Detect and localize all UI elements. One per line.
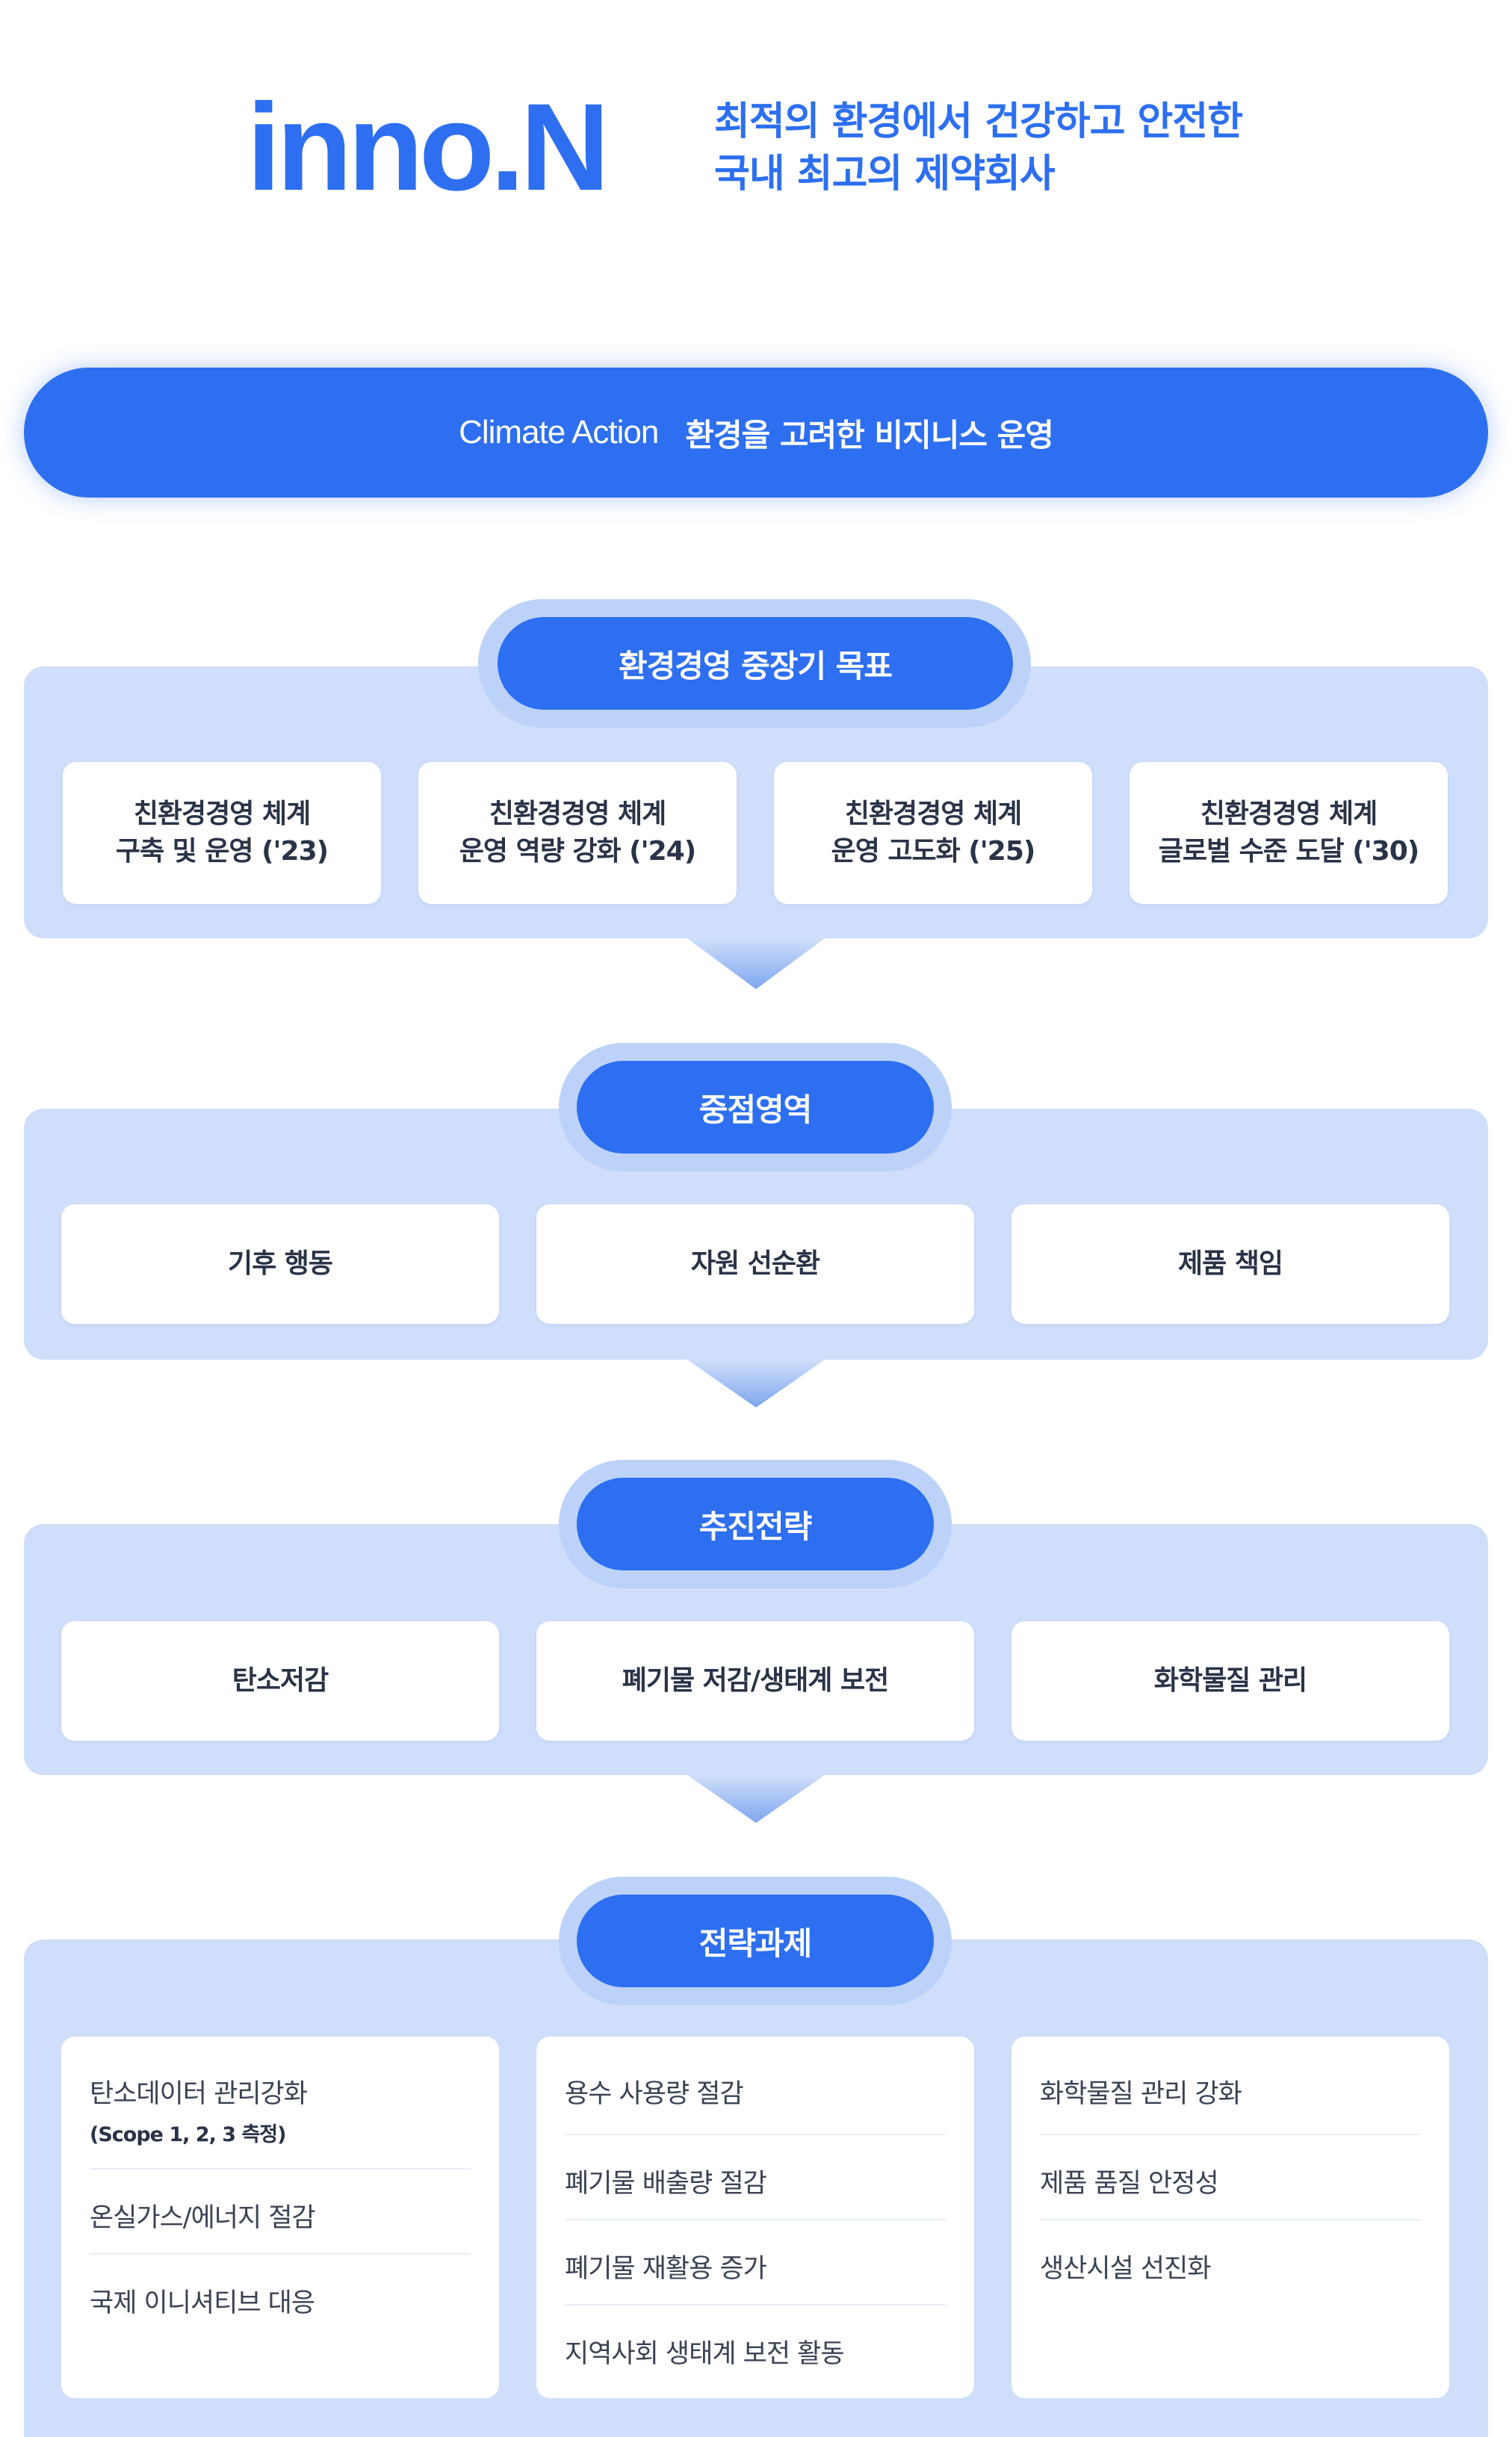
- tagline: 최적의 환경에서 건강하고 안전한 국내 최고의 제약회사: [714, 96, 1312, 200]
- task-water: 용수 사용량 절감: [565, 2079, 744, 2109]
- list-item: 생산시설 선진화: [1040, 2220, 1421, 2306]
- goal-card-3-line2: 운영 고도화 ('25): [831, 836, 1036, 867]
- goal-card-4-line2: 글로벌 수준 도달 ('30): [1158, 836, 1419, 867]
- strategy-card-3-label: 화학물질 관리: [1153, 1665, 1307, 1696]
- goal-card-3: 친환경경영 체계 운영 고도화 ('25): [774, 762, 1092, 904]
- tasks-column-1: 탄소데이터 관리강화 (Scope 1, 2, 3 측정) 온실가스/에너지 절…: [61, 2037, 499, 2398]
- goal-card-2: 친환경경영 체계 운영 역량 강화 ('24): [418, 762, 737, 904]
- task-waste-recycle: 폐기물 재활용 증가: [565, 2254, 767, 2284]
- tasks-column-3: 화학물질 관리 강화 제품 품질 안정성 생산시설 선진화: [1011, 2037, 1449, 2398]
- focus-card-1-label: 기후 행동: [227, 1248, 333, 1279]
- header: inno.N 최적의 환경에서 건강하고 안전한 국내 최고의 제약회사: [0, 0, 1512, 247]
- tasks-column-2: 용수 사용량 절감 폐기물 배출량 절감 폐기물 재활용 증가 지역사회 생태계…: [536, 2037, 974, 2398]
- task-ghg-energy: 온실가스/에너지 절감: [90, 2203, 316, 2233]
- strategy-card-2-label: 폐기물 저감/생태계 보전: [622, 1665, 889, 1696]
- strategy-card-waste: 폐기물 저감/생태계 보전: [536, 1621, 974, 1741]
- list-item: 폐기물 배출량 절감: [565, 2135, 946, 2220]
- task-carbon-data: 탄소데이터 관리강화: [90, 2079, 308, 2109]
- goal-card-1: 친환경경영 체계 구축 및 운영 ('23): [63, 762, 381, 904]
- focus-card-3-label: 제품 책임: [1177, 1248, 1283, 1279]
- down-arrow-icon: [687, 938, 825, 989]
- down-arrow-icon: [687, 1360, 825, 1408]
- list-item: 화학물질 관리 강화: [1040, 2037, 1421, 2135]
- svg-text:inno.N: inno.N: [247, 90, 605, 202]
- strategy-card-carbon: 탄소저감: [61, 1621, 499, 1741]
- task-ecosystem: 지역사회 생태계 보전 활동: [565, 2339, 845, 2369]
- focus-title: 중점영역: [577, 1061, 934, 1154]
- tagline-line-2: 국내 최고의 제약회사: [714, 152, 1056, 196]
- focus-card-resource: 자원 선순환: [536, 1204, 974, 1324]
- list-item: 제품 품질 안정성: [1040, 2135, 1421, 2220]
- goal-card-4-line1: 친환경경영 체계: [1200, 799, 1378, 829]
- task-product-quality: 제품 품질 안정성: [1040, 2169, 1219, 2199]
- list-item: 용수 사용량 절감: [565, 2037, 946, 2135]
- list-item: 탄소데이터 관리강화 (Scope 1, 2, 3 측정): [90, 2037, 471, 2170]
- goal-card-2-line1: 친환경경영 체계: [489, 799, 666, 829]
- goal-card-1-line2: 구축 및 운영 ('23): [115, 836, 329, 867]
- strategy-title: 추진전략: [577, 1478, 934, 1570]
- task-carbon-data-scope: (Scope 1, 2, 3 측정): [90, 2123, 286, 2146]
- task-waste-emission: 폐기물 배출량 절감: [565, 2169, 767, 2199]
- climate-action-description: 환경을 고려한 비지니스 운영: [685, 416, 1054, 453]
- strategy-card-1-label: 탄소저감: [232, 1665, 329, 1696]
- down-arrow-icon: [687, 1775, 825, 1823]
- focus-card-climate: 기후 행동: [61, 1204, 499, 1324]
- list-item: 지역사회 생태계 보전 활동: [565, 2306, 946, 2391]
- strategy-card-chemical: 화학물질 관리: [1011, 1621, 1449, 1741]
- tagline-line-1: 최적의 환경에서 건강하고 안전한: [714, 99, 1243, 144]
- list-item: 국제 이니셔티브 대응: [90, 2255, 471, 2340]
- goals-title: 환경경영 중장기 목표: [498, 617, 1013, 710]
- goal-card-1-line1: 친환경경영 체계: [133, 799, 311, 829]
- list-item: 온실가스/에너지 절감: [90, 2170, 471, 2255]
- tasks-title: 전략과제: [577, 1895, 934, 1987]
- climate-action-label: Climate Action: [459, 414, 659, 450]
- focus-card-2-label: 자원 선순환: [690, 1248, 820, 1279]
- task-facility: 생산시설 선진화: [1040, 2254, 1212, 2284]
- list-item: 폐기물 재활용 증가: [565, 2220, 946, 2306]
- goal-card-3-line1: 친환경경영 체계: [844, 799, 1022, 829]
- goal-card-2-line2: 운영 역량 강화 ('24): [459, 836, 696, 867]
- climate-action-banner: Climate Action 환경을 고려한 비지니스 운영: [24, 368, 1488, 498]
- company-logo: inno.N: [247, 90, 610, 202]
- goal-card-4: 친환경경영 체계 글로벌 수준 도달 ('30): [1130, 762, 1448, 904]
- focus-card-product: 제품 책임: [1011, 1204, 1449, 1324]
- task-chemical-mgmt: 화학물질 관리 강화: [1040, 2079, 1242, 2109]
- task-global-initiative: 국제 이니셔티브 대응: [90, 2288, 315, 2318]
